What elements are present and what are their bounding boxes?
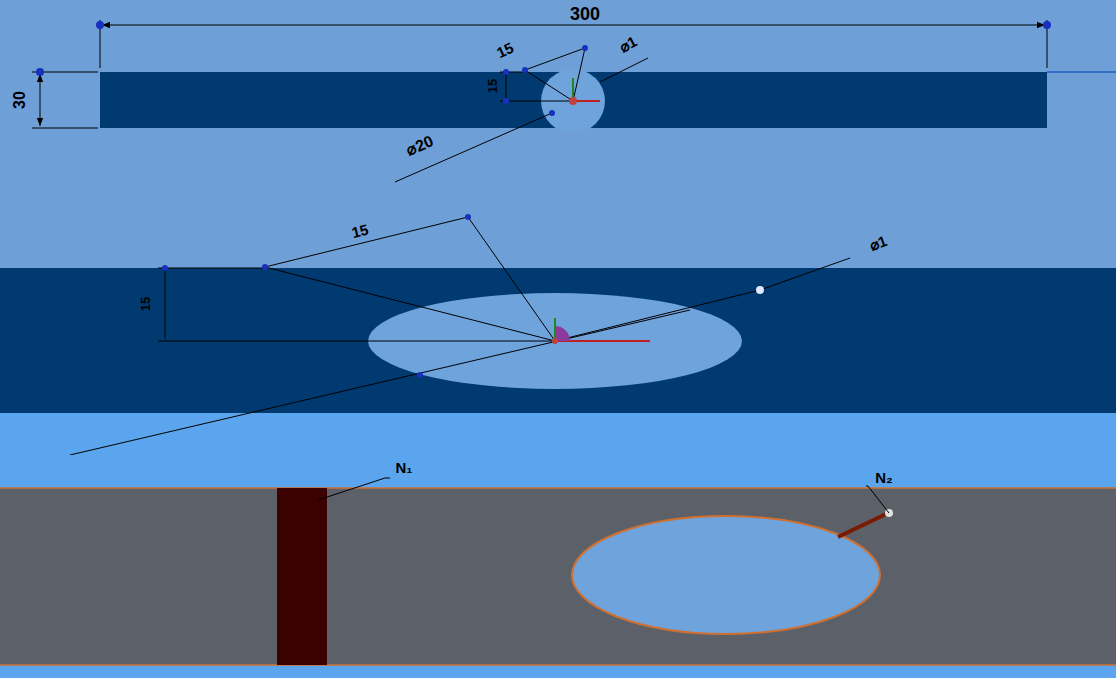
node-set-label: N₂ bbox=[875, 470, 893, 485]
leader-lines bbox=[318, 478, 893, 537]
sketch-points bbox=[36, 21, 1051, 116]
view-ground bbox=[0, 455, 1116, 678]
edge-line bbox=[1047, 71, 1116, 73]
origin-axes bbox=[569, 78, 600, 105]
node-set-strip bbox=[277, 488, 327, 665]
dimension-text: 15 bbox=[486, 79, 499, 93]
dimension-lines bbox=[32, 20, 1047, 182]
mesh-region bbox=[0, 488, 1116, 665]
hole bbox=[572, 516, 880, 634]
node-set-label: N₁ bbox=[395, 460, 412, 475]
view-ground bbox=[0, 0, 1116, 205]
view-ground bbox=[0, 205, 1116, 455]
dimension-text: 300 bbox=[570, 5, 600, 23]
edge-line bbox=[0, 664, 1116, 666]
origin-axes bbox=[552, 318, 650, 344]
dimension-lines bbox=[70, 217, 850, 455]
edge-line bbox=[0, 487, 1116, 489]
dimension-text: 15 bbox=[350, 222, 370, 241]
sketch-points bbox=[162, 214, 764, 378]
view-ground bbox=[0, 413, 1116, 455]
plate-section bbox=[0, 268, 1116, 413]
dimension-text: 30 bbox=[12, 91, 28, 109]
dimension-text: 15 bbox=[139, 297, 152, 311]
